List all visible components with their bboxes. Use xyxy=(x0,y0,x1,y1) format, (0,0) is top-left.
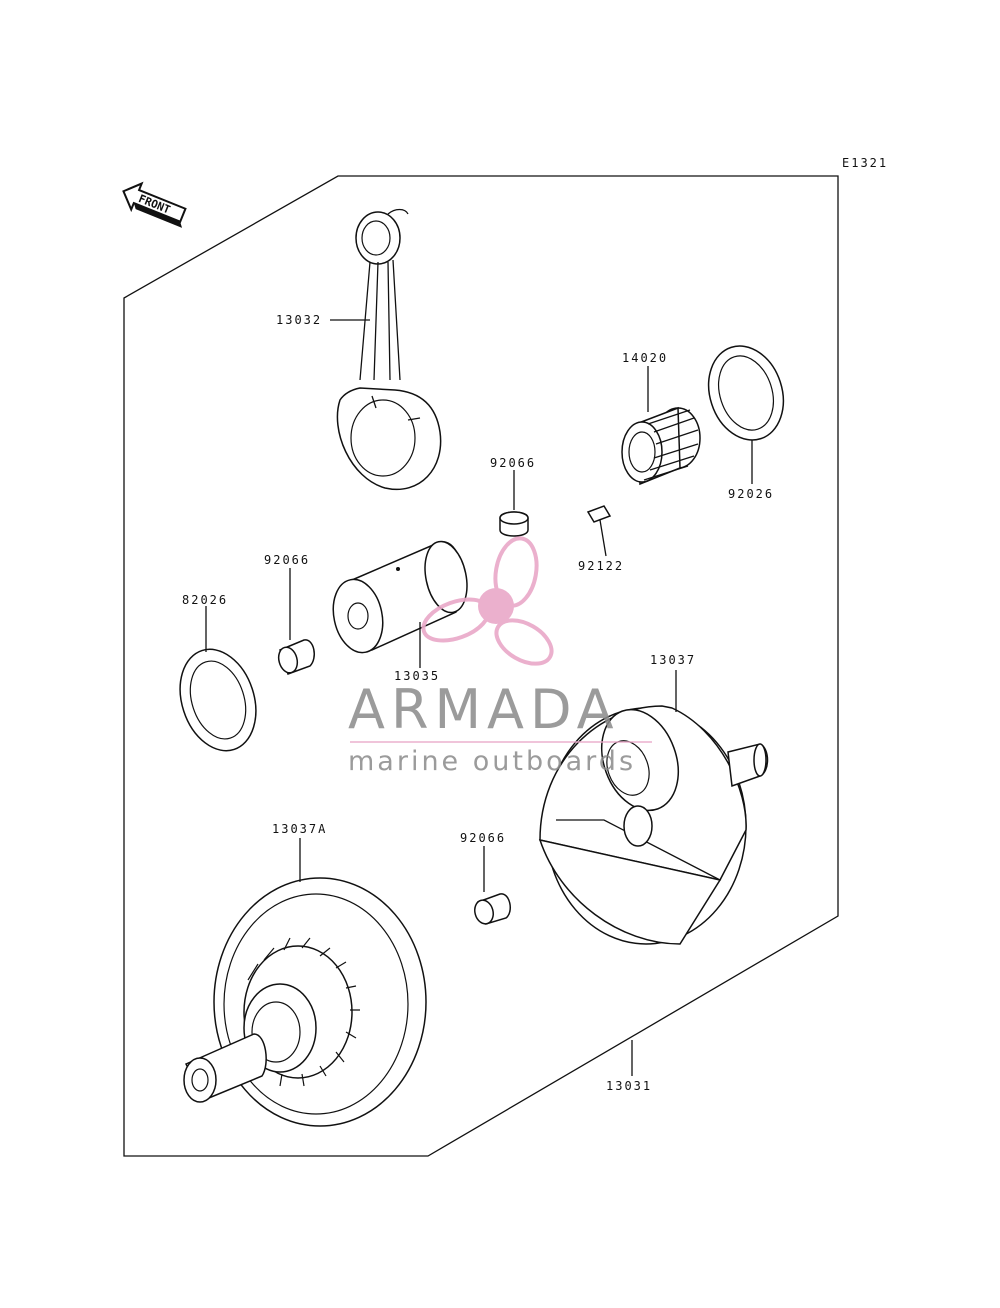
watermark-brand: ARMADA xyxy=(348,678,620,741)
part-label-13037: 13037 xyxy=(650,653,696,667)
front-arrow-icon: FRONT xyxy=(122,181,187,228)
part-label-82026: 82026 xyxy=(182,593,228,607)
washer-left xyxy=(179,648,257,752)
part-label-14020: 14020 xyxy=(622,351,668,365)
part-label-92026: 92026 xyxy=(728,487,774,501)
connecting-rod xyxy=(336,208,442,491)
part-label-92122: 92122 xyxy=(578,559,624,573)
crankshaft-left-half xyxy=(183,877,427,1127)
knock-pin-bottom xyxy=(474,893,512,925)
diagram-code: E1321 xyxy=(842,156,888,170)
crank-pin xyxy=(332,540,468,654)
part-label-13035: 13035 xyxy=(394,669,440,683)
knock-pin-top xyxy=(499,511,529,537)
needle-bearing xyxy=(621,406,701,486)
part-label-92066-bottom: 92066 xyxy=(460,831,506,845)
knock-pin-left xyxy=(277,639,316,675)
part-label-92066-top: 92066 xyxy=(490,456,536,470)
part-label-13031: 13031 xyxy=(606,1079,652,1093)
crankshaft-right-half xyxy=(538,705,769,945)
pin-92122 xyxy=(586,505,612,523)
part-label-92066-left: 92066 xyxy=(264,553,310,567)
washer-right xyxy=(707,345,785,441)
propeller-logo-icon xyxy=(421,536,554,666)
watermark-tagline: marine outboards xyxy=(348,746,636,777)
part-label-13037a: 13037A xyxy=(272,822,327,836)
assembly-frame xyxy=(123,175,839,1157)
part-label-13032: 13032 xyxy=(276,313,322,327)
